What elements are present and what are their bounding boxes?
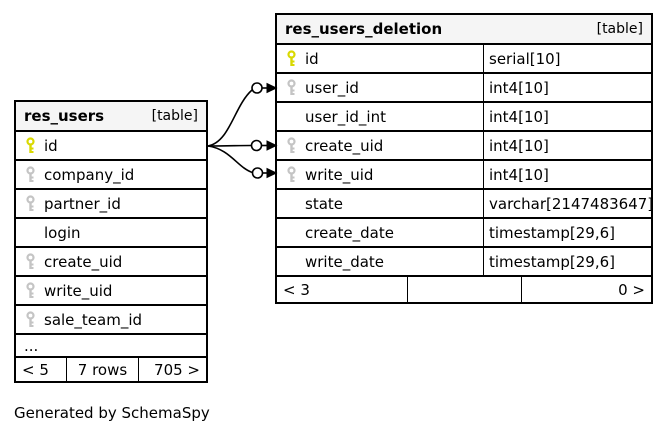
column-name: company_id [44,165,135,184]
column-row-id: id [16,132,206,161]
relationship-id-to-create_uid [207,139,278,152]
column-row-write_date: write_date timestamp[29,6] [277,248,651,277]
primary-key-icon [285,50,297,67]
column-type: int4[10] [483,132,651,159]
column-name: login [44,223,81,242]
table-title: res_users [24,107,105,125]
generated-by-caption: Generated by SchemaSpy [14,404,210,422]
column-name: state [305,194,343,213]
column-name: user_id_int [305,107,386,126]
table-type-badge: [table] [151,108,198,124]
table-footer: < 5 7 rows 705 > [16,358,206,381]
column-row-sale_team_id: sale_team_id [16,306,206,335]
table-res-users-deletion[interactable]: res_users_deletion [table] id serial[10]… [275,13,653,304]
column-name: create_uid [305,136,384,155]
column-type: int4[10] [483,74,651,101]
row-count-label [407,277,521,302]
foreign-key-icon [24,282,36,299]
column-type: timestamp[29,6] [483,248,651,275]
column-type: varchar[2147483647] [483,190,653,217]
column-name: write_uid [44,281,113,300]
degree-in-label: < 3 [283,280,310,299]
column-row-user_id: user_id int4[10] [277,74,651,103]
column-name: write_uid [305,165,374,184]
column-row-write_uid: write_uid int4[10] [277,161,651,190]
column-name: id [305,49,319,68]
column-name: id [44,136,58,155]
table-type-badge: [table] [596,21,643,37]
column-name: create_uid [44,252,123,271]
column-row-company_id: company_id [16,161,206,190]
foreign-key-icon [285,137,297,154]
primary-key-icon [24,137,36,154]
column-row-user_id_int: user_id_int int4[10] [277,103,651,132]
column-row-id: id serial[10] [277,45,651,74]
column-type: int4[10] [483,161,651,188]
column-row-create_uid: create_uid [16,248,206,277]
column-name: create_date [305,223,394,242]
column-row-write_uid: write_uid [16,277,206,306]
column-row-create_date: create_date timestamp[29,6] [277,219,651,248]
degree-in-label: < 5 [22,360,49,379]
column-row-login: login [16,219,206,248]
column-type: serial[10] [483,45,651,72]
column-name: write_date [305,252,385,271]
column-row-partner_id: partner_id [16,190,206,219]
columns-ellipsis: ... [16,335,206,358]
column-type: timestamp[29,6] [483,219,651,246]
table-header[interactable]: res_users [table] [16,102,206,132]
relationship-id-to-write_uid [207,145,278,179]
foreign-key-icon [24,311,36,328]
relationship-id-to-user_id [207,82,278,147]
foreign-key-icon [285,79,297,96]
column-name: user_id [305,78,359,97]
column-name: sale_team_id [44,310,143,329]
foreign-key-icon [24,253,36,270]
degree-out-label: 0 > [521,277,651,302]
column-row-create_uid: create_uid int4[10] [277,132,651,161]
table-header[interactable]: res_users_deletion [table] [277,15,651,45]
column-row-state: state varchar[2147483647] [277,190,653,219]
table-res-users[interactable]: res_users [table] id company_id [14,100,208,383]
foreign-key-icon [285,166,297,183]
table-footer: < 3 0 > [277,277,651,302]
row-count-label: 7 rows [66,358,138,381]
foreign-key-icon [24,195,36,212]
degree-out-label: 705 > [138,358,206,381]
table-title: res_users_deletion [285,20,443,38]
column-type: int4[10] [483,103,651,130]
foreign-key-icon [24,166,36,183]
column-name: partner_id [44,194,121,213]
